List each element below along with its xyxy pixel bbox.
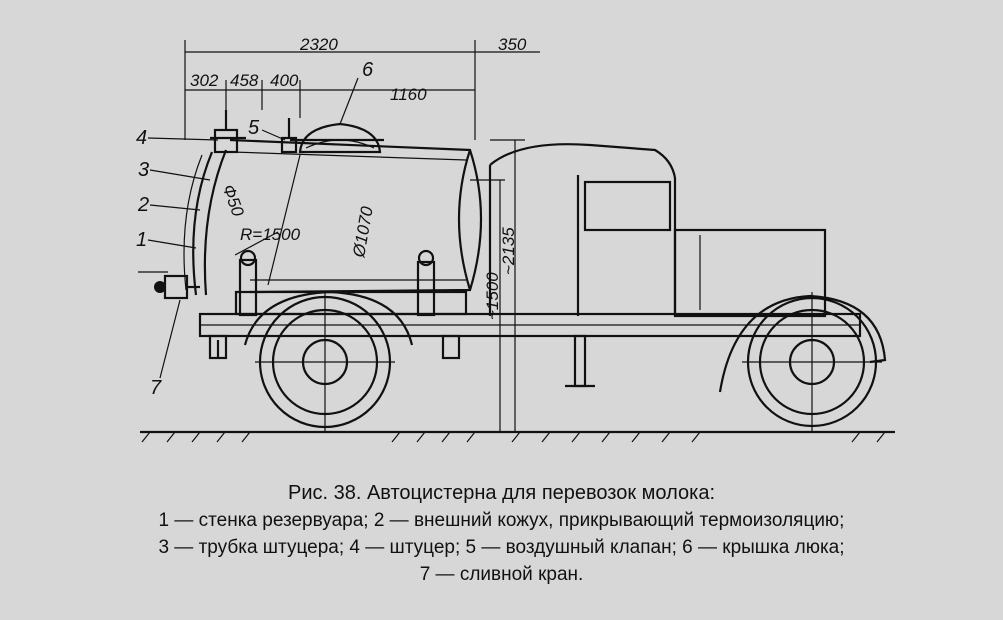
dim-phi50: Ф50 — [219, 182, 248, 219]
milk-tanker-drawing: 2320 350 302 458 400 1160 Ф50 R=1500 Ø10… — [136, 35, 895, 443]
cab — [488, 143, 827, 318]
callout-leaders — [147, 77, 359, 379]
chassis-frame — [198, 312, 862, 388]
rear-wheel — [255, 292, 395, 432]
caption-line-1: 1 — стенка резервуара; 2 — внешний кожух… — [158, 510, 845, 531]
callout-7: 7 — [150, 377, 162, 399]
dim-302: 302 — [190, 71, 219, 90]
top-fittings — [210, 110, 384, 154]
dim-r1500: R=1500 — [240, 225, 301, 244]
caption-title: Рис. 38. Автоцистерна для перевозок моло… — [287, 482, 716, 504]
tank — [183, 138, 483, 317]
ground — [140, 430, 895, 443]
drain-valve — [138, 271, 200, 300]
dim-2135: ~2135 — [499, 227, 518, 275]
dim-350: 350 — [498, 35, 527, 54]
dim-1500: ~1500 — [483, 272, 502, 320]
figure-caption: Рис. 38. Автоцистерна для перевозок моло… — [0, 480, 1003, 588]
dim-d1070: Ø1070 — [349, 205, 377, 260]
callout-1: 1 — [136, 229, 147, 251]
callout-2: 2 — [137, 194, 149, 216]
rear-fender — [243, 290, 414, 346]
caption-line-2: 3 — трубка штуцера; 4 — штуцер; 5 — возд… — [158, 537, 845, 558]
front-wheel — [742, 292, 882, 432]
caption-line-3: 7 — сливной кран. — [419, 564, 584, 585]
callout-3: 3 — [138, 159, 149, 181]
callout-5: 5 — [248, 117, 260, 139]
callout-4: 4 — [136, 127, 147, 149]
front-fender — [718, 294, 887, 393]
dim-400: 400 — [270, 71, 299, 90]
dimension-lines — [184, 40, 540, 432]
callout-6: 6 — [362, 59, 374, 81]
dim-1160: 1160 — [390, 85, 427, 104]
dim-2320: 2320 — [299, 35, 338, 54]
dim-458: 458 — [230, 71, 259, 90]
